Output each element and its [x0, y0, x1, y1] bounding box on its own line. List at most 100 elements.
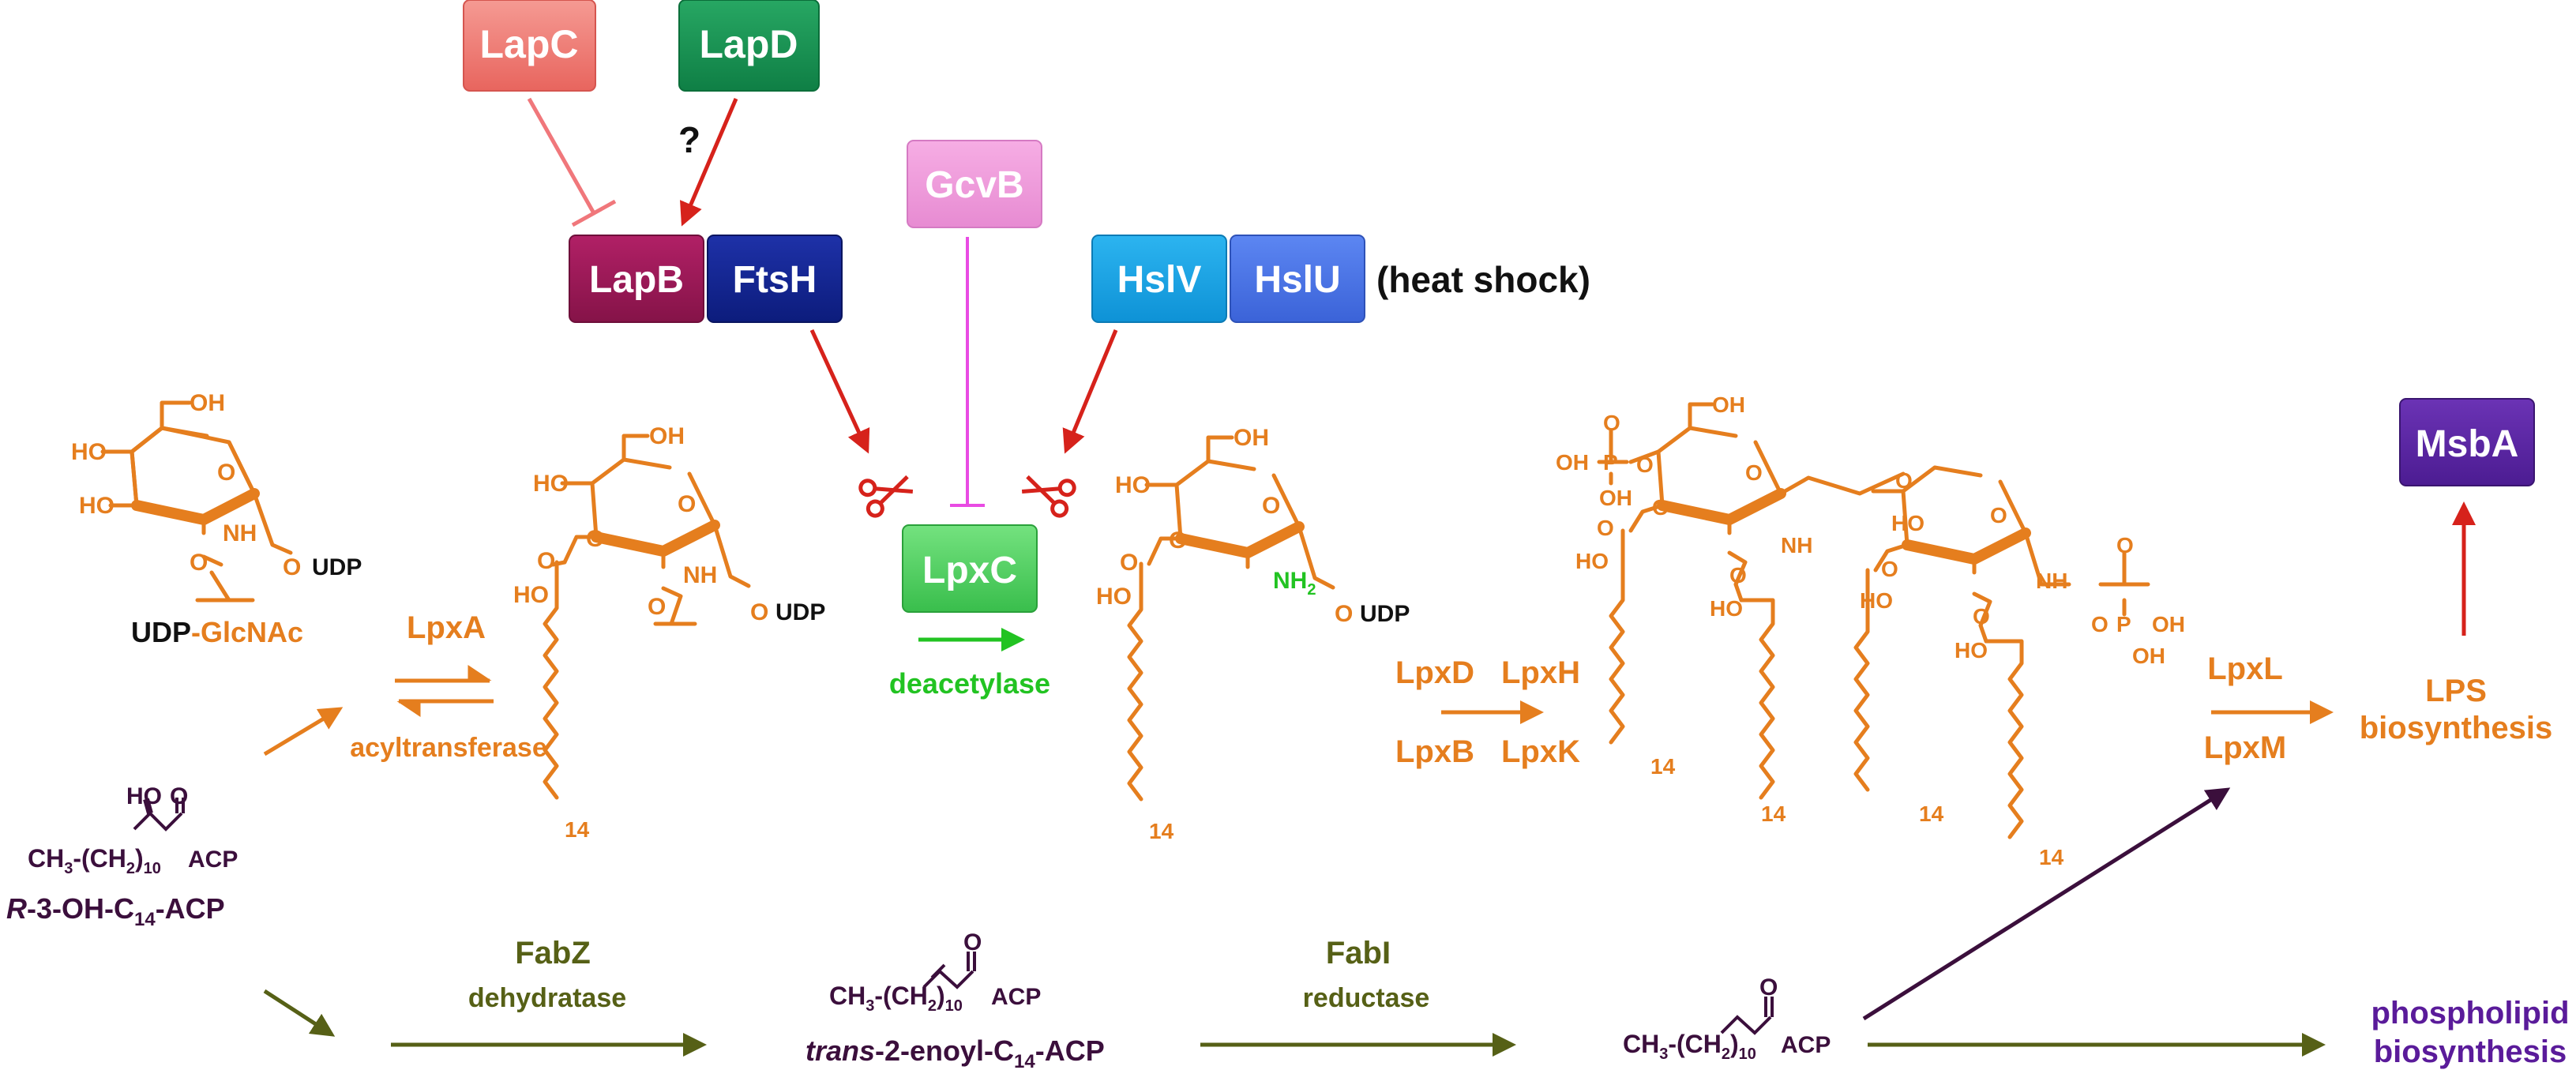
nh2-main: NH — [1273, 568, 1307, 594]
label-nh: NH — [2036, 569, 2067, 593]
chain-14-label: 14 — [1761, 802, 1786, 826]
hslu-label: HslU — [1254, 259, 1340, 301]
hslv-box: HslV — [1091, 235, 1227, 323]
lpxc-label: LpxC — [922, 550, 1017, 591]
trans-acp-label: ACP — [991, 984, 1041, 1010]
label-nh: NH — [223, 520, 257, 546]
label-o: O — [750, 599, 768, 625]
trans-o-label: O — [963, 929, 982, 955]
acyl-acp-structure — [1720, 997, 1774, 1035]
lapc-inhibition-line — [527, 97, 596, 215]
ch2-count: 10 — [945, 997, 963, 1015]
chain-14-label: 14 — [1650, 754, 1676, 779]
acyl-acp-label: ACP — [1781, 1032, 1831, 1058]
ch2-sub: 2 — [126, 860, 135, 877]
acyltransferase-label: acyltransferase — [350, 733, 547, 763]
ch3: CH — [1623, 1030, 1659, 1058]
label-o: O — [1335, 601, 1353, 627]
lapc-inhibition-bar — [571, 199, 617, 227]
gcvb-label: GcvB — [925, 164, 1023, 206]
label-ho: HO — [1955, 638, 1988, 663]
lapd-activation-arrow — [680, 98, 738, 227]
label-o-eq: O — [190, 550, 208, 576]
lpxd-label: LpxD — [1395, 655, 1474, 690]
label-oh: OH — [1712, 392, 1745, 417]
deacetylated-structure — [1127, 435, 1335, 802]
acyl-chain-formula: CH3-(CH2)10 — [1623, 1030, 1756, 1063]
label-o: O — [1169, 527, 1187, 554]
ch3-sub: 3 — [64, 860, 73, 877]
nh2-label: NH2 — [1273, 568, 1316, 599]
gcvb-box: GcvB — [907, 140, 1042, 228]
chain-14-label: 14 — [1919, 802, 1944, 826]
ch2-close: ) — [135, 844, 144, 873]
label-oh: OH — [1234, 425, 1269, 451]
label-o-eq: O — [537, 548, 555, 574]
chain-14-label: 14 — [2039, 845, 2064, 869]
fabz-label: FabZ — [515, 936, 591, 970]
label-o: O — [1636, 452, 1654, 477]
chain-14-label: 14 — [565, 817, 590, 842]
ch3-sub: 3 — [866, 997, 874, 1015]
lpxl-label: LpxL — [2207, 651, 2283, 686]
ch2-mid: -(CH — [874, 982, 928, 1010]
acyl-glcnac-labels: OH HO O O HO O NH O O 14 — [513, 423, 768, 842]
label-o-eq: O — [1603, 411, 1620, 435]
msba-box: MsbA — [2399, 398, 2535, 486]
label-oh: OH — [1599, 486, 1632, 510]
label-udp: UDP — [775, 599, 825, 625]
lapd-box: LapD — [678, 0, 820, 92]
r3-o-label: O — [170, 783, 188, 809]
trans-prefix: trans — [805, 1034, 875, 1067]
label-oh: OH — [1556, 450, 1589, 475]
acyl-glcnac-structure — [543, 434, 751, 800]
udp-prefix: UDP — [131, 616, 191, 648]
lpxm-label: LpxM — [2204, 730, 2286, 765]
r3-oh-acp-structure — [133, 798, 185, 832]
hslv-label: HslV — [1117, 259, 1202, 301]
acyl-o-label: O — [1759, 974, 1778, 1001]
udp-glcnac-structure — [100, 400, 293, 603]
ch2-close: ) — [1730, 1030, 1739, 1058]
label-oh: OH — [190, 390, 225, 416]
label-o: O — [1652, 495, 1669, 520]
acyl-acp-to-lpxlm-arrow — [1862, 787, 2231, 1021]
trans-chain-formula: CH3-(CH2)10 — [829, 982, 963, 1015]
label-o: O — [678, 491, 696, 517]
label-o: O — [1990, 503, 2007, 527]
lapb-label: LapB — [589, 259, 684, 301]
lapc-box: LapC — [463, 0, 596, 92]
label-o: O — [586, 526, 604, 552]
label-o-eq: O — [1729, 563, 1747, 588]
r3-prefix: R — [6, 892, 27, 925]
label-nh: NH — [1781, 533, 1812, 558]
label-p: P — [2116, 612, 2131, 636]
ftsh-box: FtsH — [707, 235, 843, 323]
chain-14-label: 14 — [1149, 819, 1174, 843]
r3-mid: -3-OH-C — [27, 892, 134, 925]
label-nh: NH — [683, 562, 717, 588]
label-o: O — [1745, 460, 1763, 485]
label-ho: HO — [79, 493, 115, 519]
deacetylase-label: deacetylase — [889, 667, 1050, 700]
lpxh-label: LpxH — [1501, 655, 1580, 690]
label-o-eq: O — [1881, 557, 1898, 581]
ch3-sub: 3 — [1659, 1046, 1668, 1063]
label-oh: OH — [2152, 612, 2185, 636]
label-udp: UDP — [1360, 601, 1410, 627]
ch2-close: ) — [937, 982, 945, 1010]
label-o: O — [217, 460, 235, 486]
ch2-sub: 2 — [928, 997, 937, 1015]
ch3: CH — [28, 844, 64, 873]
label-ho: HO — [71, 439, 107, 465]
nh2-sub: 2 — [1307, 581, 1316, 599]
r3-suffix: -ACP — [156, 892, 225, 925]
label-ho: HO — [1710, 596, 1743, 621]
question-mark: ? — [678, 119, 700, 160]
ch2-count: 10 — [1739, 1046, 1756, 1063]
r3-ho-label: HO — [126, 783, 162, 809]
lapc-label: LapC — [480, 22, 579, 66]
label-o-eq: O — [2116, 533, 2134, 558]
glcnac-suffix: -GlcNAc — [191, 616, 303, 648]
